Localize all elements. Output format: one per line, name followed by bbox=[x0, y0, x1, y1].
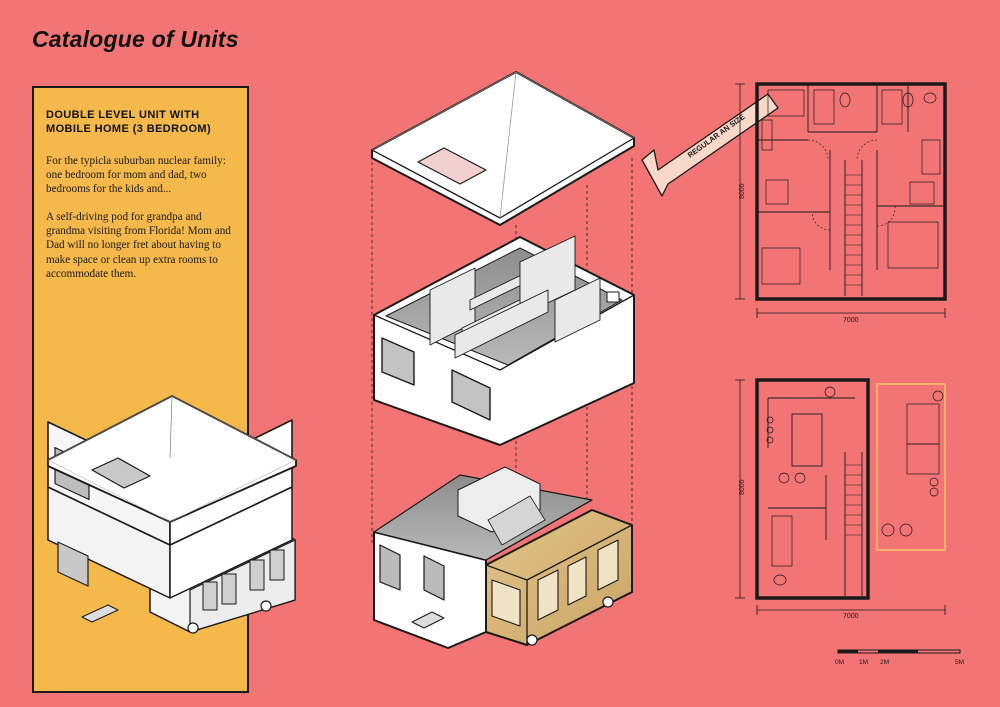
scale-label-1: 1M bbox=[859, 659, 868, 666]
description-panel: DOUBLE LEVEL UNIT WITH MOBILE HOME (3 BE… bbox=[32, 86, 249, 693]
house-isometric-small bbox=[47, 395, 297, 634]
lower-plan-width-label: 7000 bbox=[843, 613, 859, 620]
exploded-axonometric bbox=[371, 71, 635, 649]
upper-plan-width-label: 7000 bbox=[843, 317, 859, 324]
scale-label-2: 2M bbox=[880, 659, 889, 666]
unit-heading: DOUBLE LEVEL UNIT WITH MOBILE HOME (3 BE… bbox=[46, 109, 212, 135]
upper-floor-plan bbox=[735, 82, 947, 318]
scale-bar: 0M 1M 2M 5M bbox=[835, 649, 964, 666]
page-title: Catalogue of Units bbox=[32, 26, 239, 52]
scale-label-0: 0M bbox=[835, 659, 844, 666]
upper-plan-depth-label: 8000 bbox=[739, 183, 746, 199]
scale-label-5: 5M bbox=[955, 659, 964, 666]
description-paragraph-1: For the typicla suburban nuclear family:… bbox=[46, 155, 226, 196]
mobile-home-pod bbox=[485, 509, 633, 646]
lower-plan-depth-label: 8000 bbox=[739, 479, 746, 495]
lower-floor-plan bbox=[735, 378, 946, 615]
description-paragraph-2: A self-driving pod for grandpa and grand… bbox=[46, 211, 231, 280]
